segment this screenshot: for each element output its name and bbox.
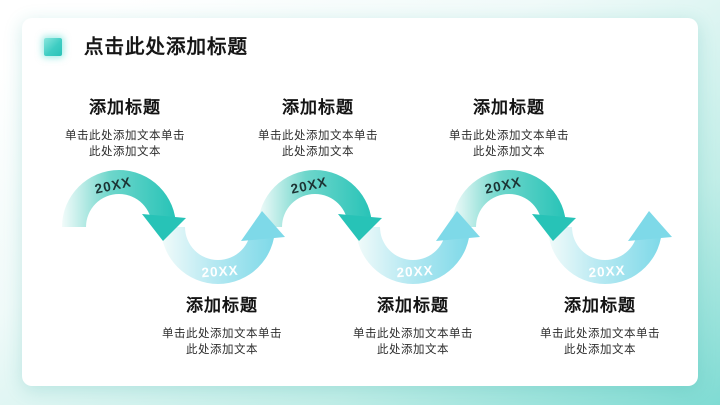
teal-square-icon bbox=[44, 38, 62, 56]
step-3-text-block: 添加标题单击此处添加文本单击此处添加文本 bbox=[233, 93, 403, 160]
step-1-text-block: 添加标题单击此处添加文本单击此处添加文本 bbox=[40, 93, 210, 160]
slide-title-placeholder[interactable]: 点击此处添加标题 bbox=[84, 36, 249, 58]
step-heading[interactable]: 添加标题 bbox=[564, 296, 636, 315]
step-heading[interactable]: 添加标题 bbox=[377, 296, 449, 315]
step-body-placeholder[interactable]: 单击此处添加文本单击此处添加文本 bbox=[162, 328, 282, 356]
wave-arc-3-upper bbox=[258, 170, 372, 227]
step-heading[interactable]: 添加标题 bbox=[282, 98, 354, 117]
step-5-text-block: 添加标题单击此处添加文本单击此处添加文本 bbox=[424, 93, 594, 160]
wave-arc-6-lower bbox=[548, 227, 662, 284]
step-6-text-block: 添加标题单击此处添加文本单击此处添加文本 bbox=[515, 291, 685, 358]
step-body-placeholder[interactable]: 单击此处添加文本单击此处添加文本 bbox=[65, 130, 185, 158]
arrowhead-up-icon bbox=[436, 211, 480, 241]
year-label: 20XX bbox=[396, 263, 434, 281]
wave-arc-5-upper bbox=[452, 170, 566, 227]
step-body-placeholder[interactable]: 单击此处添加文本单击此处添加文本 bbox=[449, 130, 569, 158]
year-label: 20XX bbox=[588, 263, 626, 281]
step-heading[interactable]: 添加标题 bbox=[89, 98, 161, 117]
wave-arc-1-upper bbox=[62, 170, 176, 227]
arrowhead-down-icon bbox=[532, 214, 576, 241]
arrowhead-down-icon bbox=[338, 214, 382, 241]
year-label: 20XX bbox=[201, 263, 239, 281]
step-body-placeholder[interactable]: 单击此处添加文本单击此处添加文本 bbox=[353, 328, 473, 356]
step-heading[interactable]: 添加标题 bbox=[473, 98, 545, 117]
step-heading[interactable]: 添加标题 bbox=[186, 296, 258, 315]
slide-card: 点击此处添加标题 添加标题单击此处添加文本单击此处添加文本添加标题单击此处添加文… bbox=[22, 18, 698, 386]
arrowhead-down-icon bbox=[142, 214, 186, 241]
arrowhead-up-icon bbox=[241, 211, 285, 241]
step-body-placeholder[interactable]: 单击此处添加文本单击此处添加文本 bbox=[258, 130, 378, 158]
step-body-placeholder[interactable]: 单击此处添加文本单击此处添加文本 bbox=[540, 328, 660, 356]
wave-arc-4-lower bbox=[356, 227, 470, 284]
wave-arc-2-lower bbox=[161, 227, 275, 284]
step-2-text-block: 添加标题单击此处添加文本单击此处添加文本 bbox=[137, 291, 307, 358]
step-4-text-block: 添加标题单击此处添加文本单击此处添加文本 bbox=[328, 291, 498, 358]
arrowhead-up-icon bbox=[628, 211, 672, 241]
